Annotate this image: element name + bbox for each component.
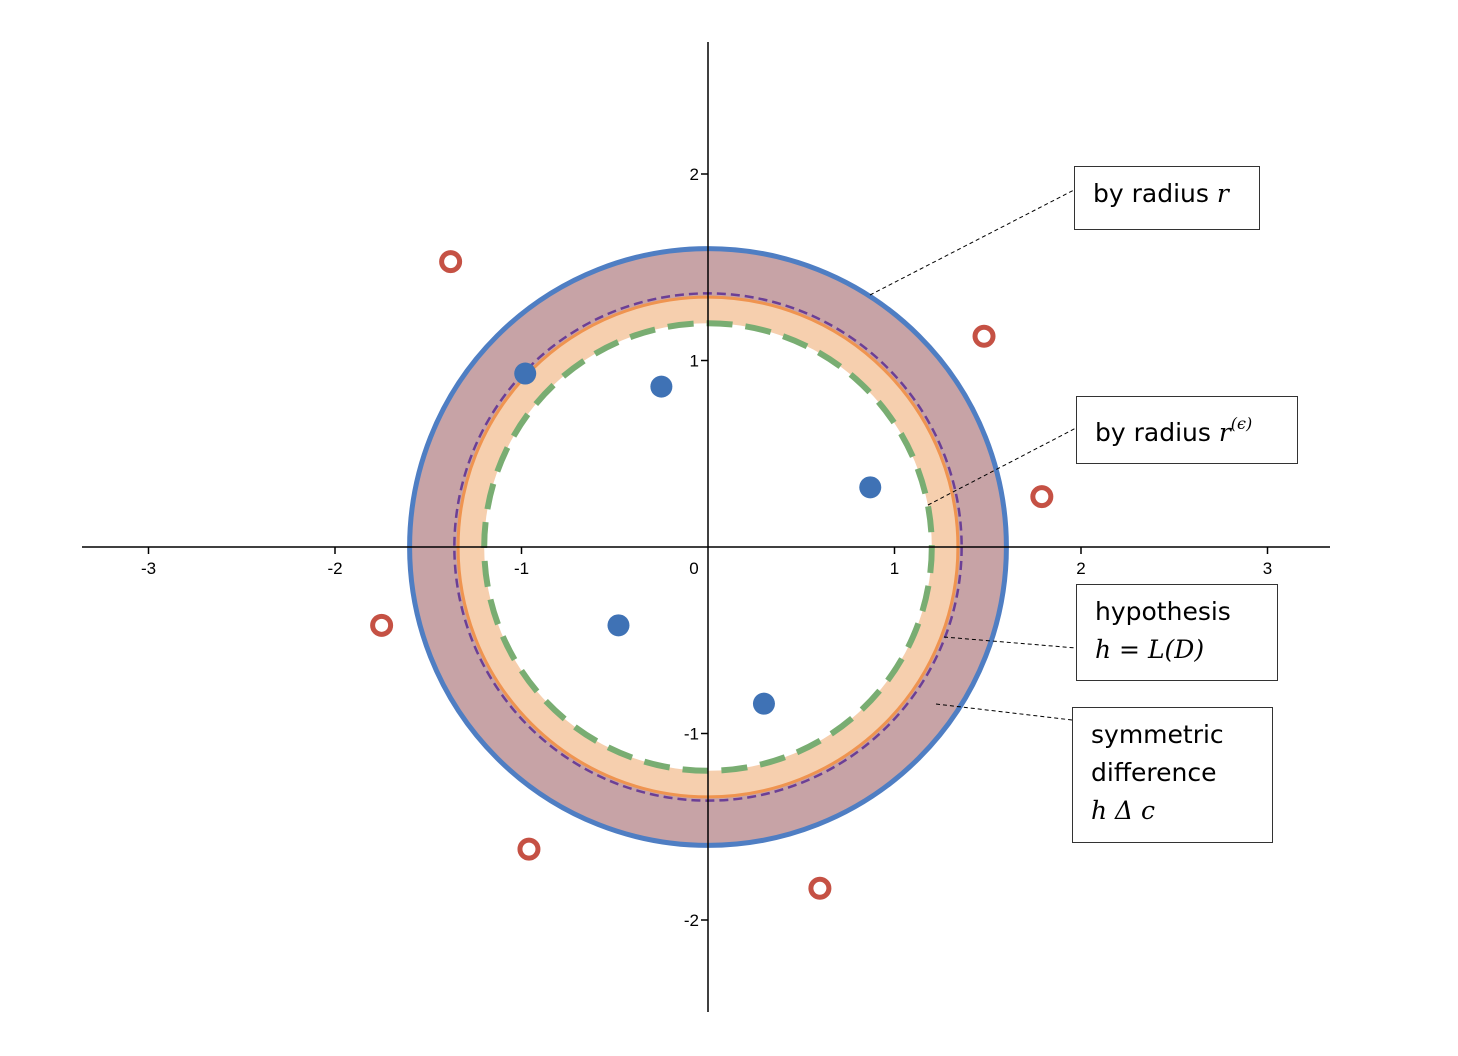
callout-by-radius-r: by radius r (1074, 166, 1260, 230)
callout-symdiff-line2: difference (1091, 758, 1217, 787)
x-tick-label: 0 (689, 559, 698, 578)
x-tick-label: 2 (1076, 559, 1085, 578)
x-tick-label: -1 (514, 559, 529, 578)
negative-point (972, 324, 996, 348)
callout-by-radius-epsilon-math: r (1218, 418, 1231, 447)
callout-symdiff-line3: h Δ c (1091, 796, 1156, 825)
positive-point (607, 614, 630, 637)
axes-layer: -3 -2 -1 0 1 2 3 2 1 -1 -2 (82, 42, 1330, 1012)
negative-point (1030, 485, 1054, 509)
callout-by-radius-r-math: r (1216, 179, 1229, 208)
y-tick-label: 1 (690, 352, 699, 371)
leader-lines-layer (869, 189, 1077, 721)
callout-hypothesis-line2: h = L(D) (1095, 635, 1205, 664)
y-tick-label: 2 (690, 165, 699, 184)
points-layer (370, 250, 1054, 900)
callout-by-radius-epsilon-sup: (ϵ) (1230, 414, 1253, 433)
x-tick-label: 1 (890, 559, 899, 578)
leader-line-hypothesis (943, 636, 1077, 649)
positive-point (859, 476, 882, 499)
callout-by-radius-r-text: by radius (1093, 179, 1217, 208)
negative-point (517, 837, 541, 861)
leader-line-radius-r (869, 189, 1075, 296)
positive-point (514, 362, 537, 385)
x-tick-label: 3 (1263, 559, 1272, 578)
callout-symdiff-line1: symmetric (1091, 720, 1224, 749)
negative-point (808, 876, 832, 900)
leader-line-symmetric-difference (935, 703, 1073, 721)
positive-point (752, 692, 775, 715)
x-tick-label: -2 (327, 559, 342, 578)
callout-symmetric-difference: symmetric difference h Δ c (1072, 707, 1273, 843)
x-tick-label: -3 (141, 559, 156, 578)
negative-point (439, 250, 463, 274)
positive-point (650, 375, 673, 398)
callout-by-radius-epsilon: by radius r(ϵ) (1076, 396, 1298, 464)
y-tick-label: -2 (684, 911, 699, 930)
callout-by-radius-epsilon-text: by radius (1095, 418, 1219, 447)
callout-hypothesis-line1: hypothesis (1095, 597, 1231, 626)
callout-hypothesis: hypothesis h = L(D) (1076, 584, 1278, 681)
negative-point (370, 613, 394, 637)
y-tick-label: -1 (684, 725, 699, 744)
